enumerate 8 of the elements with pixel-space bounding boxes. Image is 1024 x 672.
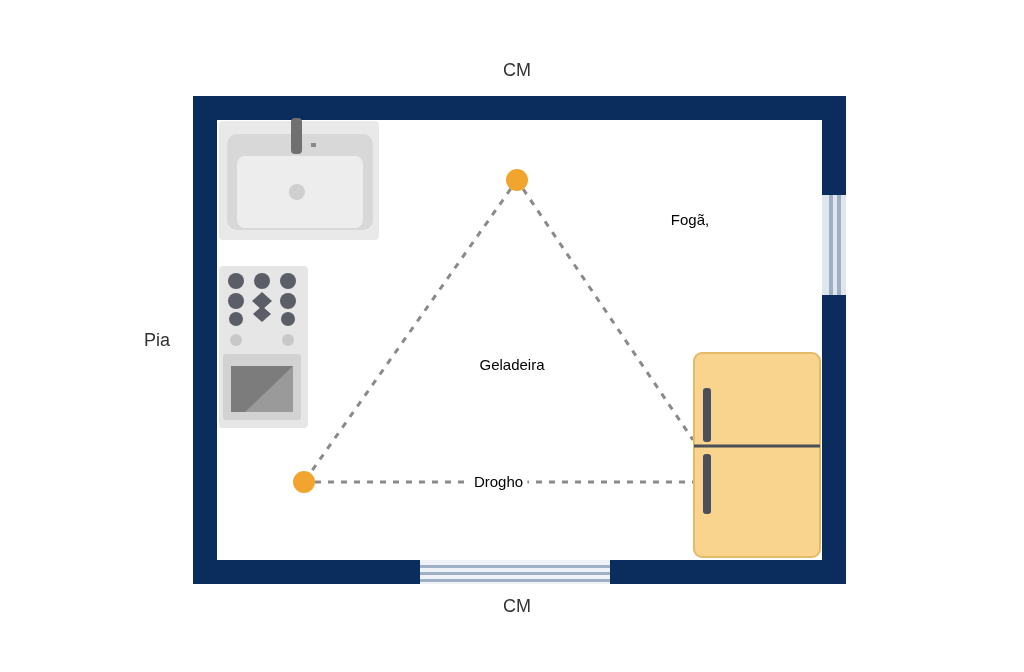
dashed-connector (309, 188, 512, 474)
room-label: Fogã, (670, 209, 710, 230)
room-label: Geladeira (479, 354, 545, 375)
dashed-connector (521, 188, 695, 441)
dimension-label: CM (503, 594, 531, 618)
refrigerator-drawing (693, 352, 821, 558)
room-label: Pia (144, 328, 170, 352)
title-label: CM (503, 58, 531, 82)
